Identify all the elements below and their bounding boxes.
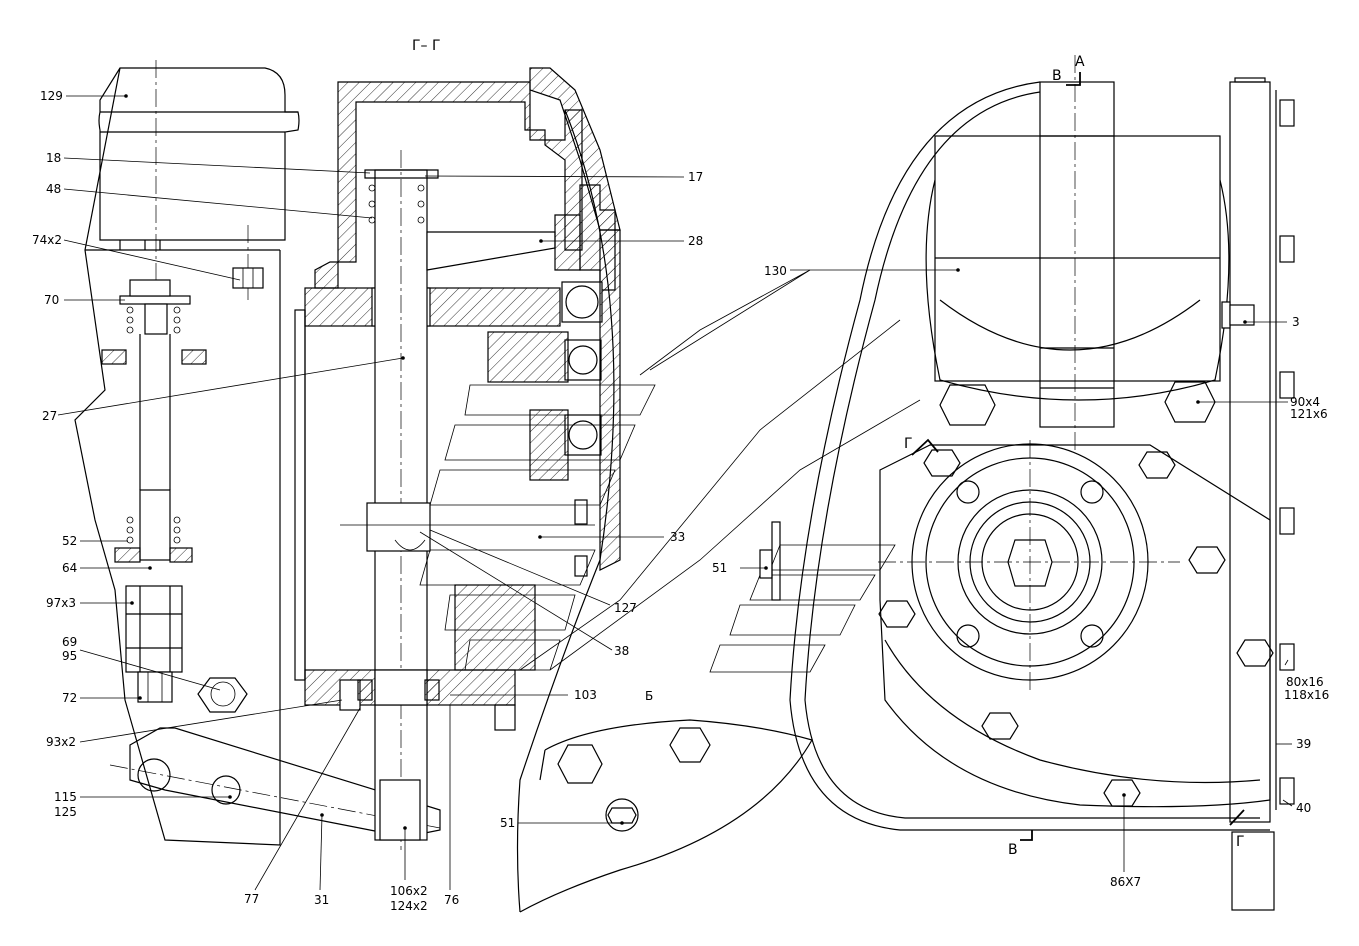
callout-72: 72 xyxy=(62,691,77,705)
hatched-stripes xyxy=(419,269,921,673)
label-arrow-g-bottom: Г xyxy=(1236,834,1245,850)
left-view xyxy=(74,60,441,846)
view-b xyxy=(519,719,813,913)
callout-70: 70 xyxy=(44,293,59,307)
callout-51a: 51 xyxy=(712,561,727,575)
leader-dots xyxy=(124,94,1247,830)
callout-17: 17 xyxy=(688,170,703,184)
callout-39: 39 xyxy=(1296,737,1311,751)
callout-64: 64 xyxy=(62,561,77,575)
right-view xyxy=(759,55,1295,911)
callout-33: 33 xyxy=(670,530,685,544)
callout-97x3: 97x3 xyxy=(46,596,76,610)
callout-74x2: 74x2 xyxy=(32,233,62,247)
label-arrow-a: А xyxy=(1075,54,1085,70)
label-view-b: Б xyxy=(645,689,653,703)
callout-130: 130 xyxy=(764,264,787,278)
callout-76: 76 xyxy=(444,893,459,907)
callout-115: 115 xyxy=(54,790,77,804)
callout-38: 38 xyxy=(614,644,629,658)
callout-121x6: 121x6 xyxy=(1290,407,1328,421)
callout-127: 127 xyxy=(614,601,637,615)
callout-69: 69 xyxy=(62,635,77,649)
callout-124x2: 124x2 xyxy=(390,899,428,913)
callout-86x7: 86X7 xyxy=(1110,875,1141,889)
callout-31: 31 xyxy=(314,893,329,907)
callout-103: 103 xyxy=(574,688,597,702)
center-section-view xyxy=(294,67,621,913)
leader-lines xyxy=(57,95,1293,891)
callout-125: 125 xyxy=(54,805,77,819)
callout-95: 95 xyxy=(62,649,77,663)
callout-93x2: 93x2 xyxy=(46,735,76,749)
callout-51b: 51 xyxy=(500,816,515,830)
callout-48: 48 xyxy=(46,182,61,196)
callout-118x16: 118x16 xyxy=(1284,688,1329,702)
callout-90x4: 90x4 xyxy=(1290,395,1320,409)
label-section-gg: Г– Г xyxy=(412,38,441,54)
callout-18: 18 xyxy=(46,151,61,165)
callout-80x16: 80x16 xyxy=(1286,675,1324,689)
label-arrow-g-top: Г xyxy=(904,436,913,452)
callout-106x2: 106x2 xyxy=(390,884,428,898)
callout-40: 40 xyxy=(1296,801,1311,815)
callout-129: 129 xyxy=(40,89,63,103)
labels: Г– Г А В В Г Г Б 129 18 48 74x2 70 27 52… xyxy=(32,38,1329,913)
callout-52: 52 xyxy=(62,534,77,548)
callout-27: 27 xyxy=(42,409,57,423)
callout-28: 28 xyxy=(688,234,703,248)
label-arrow-v-top: В xyxy=(1052,68,1062,84)
callout-77: 77 xyxy=(244,892,259,906)
label-arrow-v-bottom: В xyxy=(1008,842,1018,858)
callout-3: 3 xyxy=(1292,315,1300,329)
